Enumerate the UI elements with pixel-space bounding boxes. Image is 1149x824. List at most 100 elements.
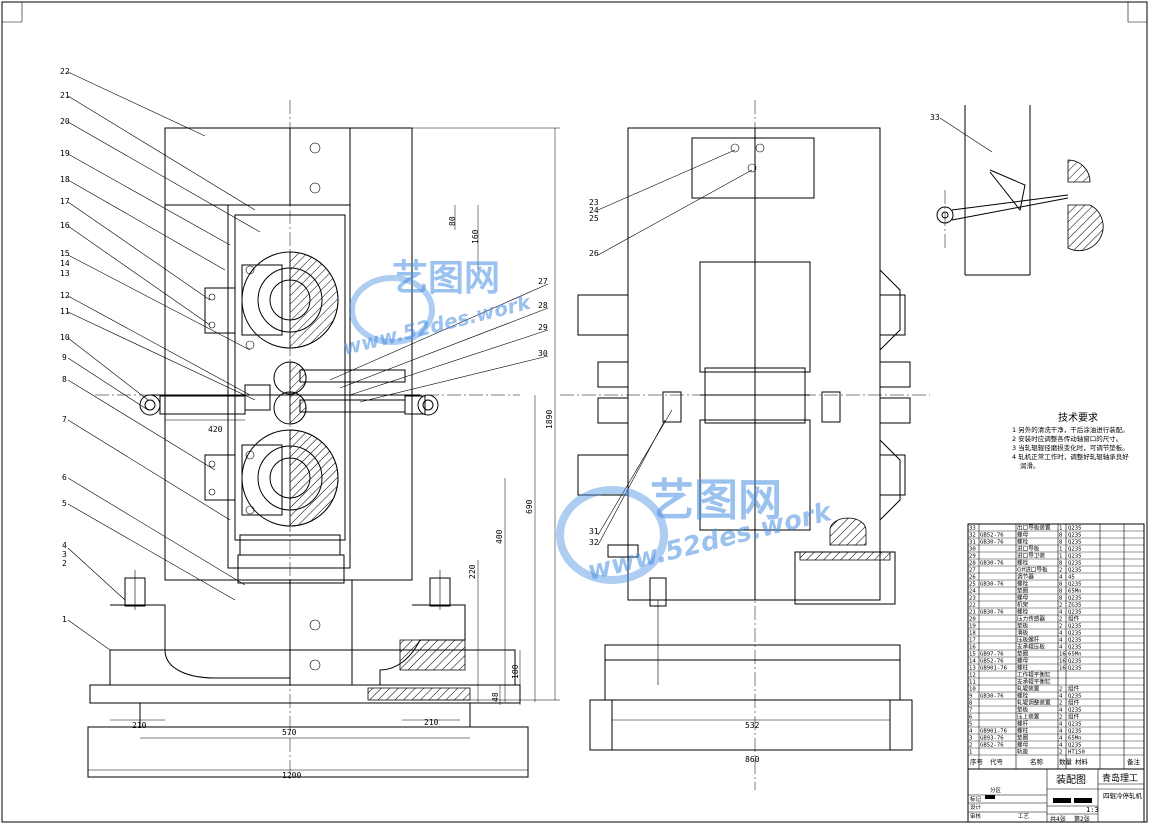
bom-cell-num: 20 bbox=[969, 617, 976, 623]
bom-cell-mat: HT150 bbox=[1068, 750, 1085, 756]
callout-6: 6 bbox=[62, 473, 67, 482]
bom-cell-name: 螺栓 bbox=[1017, 580, 1029, 588]
bom-cell-mat: Q235 bbox=[1068, 554, 1081, 560]
row-label-mark: 标记 bbox=[970, 795, 982, 803]
bom-cell-num: 27 bbox=[969, 568, 976, 574]
bom-cell-mat: 组件 bbox=[1068, 713, 1080, 721]
bom-cell-mat: Q235 bbox=[1068, 610, 1081, 616]
bom-cell-name: 轨座 bbox=[1017, 748, 1029, 756]
bom-cell-qty: 2 bbox=[1059, 603, 1062, 609]
bom-cell-qty: 1 bbox=[1059, 526, 1062, 532]
bom-cell-mat: Q235 bbox=[1068, 631, 1081, 637]
callout-19: 19 bbox=[60, 149, 70, 158]
bom-cell-qty: 1 bbox=[1059, 554, 1062, 560]
bom-header-qty: 数量 bbox=[1059, 757, 1073, 766]
bom-cell-qty: 2 bbox=[1059, 617, 1062, 623]
tech-req-title: 技术要求 bbox=[1058, 411, 1098, 424]
callout-11: 11 bbox=[60, 307, 70, 316]
bom-cell-num: 6 bbox=[969, 715, 972, 721]
bom-cell-num: 4 bbox=[969, 729, 973, 735]
bom-cell-qty: 16 bbox=[1059, 652, 1066, 658]
front-view: 22 21 20 19 18 17 16 15 14 13 12 11 10 9… bbox=[60, 67, 560, 780]
bom-cell-name: 压上装置 bbox=[1017, 713, 1040, 721]
bom-cell-code: GB30-76 bbox=[980, 610, 1004, 616]
bom-cell-qty: 4 bbox=[1059, 575, 1063, 581]
bom-cell-code: GB97-76 bbox=[980, 652, 1004, 658]
bom-cell-qty: 16 bbox=[1059, 666, 1066, 672]
dim-210-right: 210 bbox=[424, 718, 439, 727]
bom-cell-mat: 65Mn bbox=[1068, 652, 1081, 658]
bom-cell-num: 25 bbox=[969, 582, 976, 588]
callout-24: 24 bbox=[589, 206, 599, 215]
bom-cell-num: 23 bbox=[969, 596, 976, 602]
sheet-number: 第2张 bbox=[1074, 815, 1090, 823]
watermark-top: 艺图网 www.52des.work bbox=[340, 258, 534, 360]
bom-cell-mat: 组件 bbox=[1068, 699, 1080, 707]
bom-cell-mat: Q235 bbox=[1068, 582, 1081, 588]
product-name: 四辊冷停轧机 bbox=[1103, 791, 1143, 800]
mark-label: 分区 bbox=[990, 786, 1002, 794]
bom-cell-qty: 8 bbox=[1059, 540, 1063, 546]
bom-cell-name: 螺母 bbox=[1017, 531, 1029, 539]
bom-cell-num: 15 bbox=[969, 652, 976, 658]
bom-cell-mat: 45 bbox=[1068, 575, 1075, 581]
callout-26: 26 bbox=[589, 249, 599, 258]
bom-cell-mat: Q235 bbox=[1068, 568, 1081, 574]
bom-cell-mat: Q235 bbox=[1068, 540, 1081, 546]
bom-cell-name: 螺栓 bbox=[1017, 608, 1029, 616]
callout-25: 25 bbox=[589, 214, 599, 223]
bom-cell-qty: 4 bbox=[1059, 729, 1063, 735]
callout-7: 7 bbox=[62, 415, 67, 424]
bom-cell-mat: Q235 bbox=[1068, 645, 1081, 651]
bom-cell-num: 10 bbox=[969, 687, 976, 693]
bom-cell-num: 3 bbox=[969, 736, 972, 742]
bom-cell-name: 螺杆 bbox=[1017, 720, 1029, 728]
bom-cell-mat: Q235 bbox=[1068, 694, 1081, 700]
bom-cell-name: 螺柱 bbox=[1017, 664, 1029, 672]
bom-cell-num: 1 bbox=[969, 750, 972, 756]
bom-cell-qty: 2 bbox=[1059, 715, 1062, 721]
bom-cell-qty: 8 bbox=[1059, 533, 1063, 539]
bom-cell-name: 垫板 bbox=[1017, 622, 1029, 630]
bom-cell-num: 11 bbox=[969, 680, 976, 686]
bom-cell-name: 垫圈 bbox=[1017, 650, 1029, 658]
bom-cell-name: 压力传感器 bbox=[1017, 615, 1045, 623]
bom-cell-name: Gff进口导板 bbox=[1017, 566, 1048, 574]
bom-cell-qty: 4 bbox=[1059, 743, 1063, 749]
bom-cell-num: 33 bbox=[969, 526, 976, 532]
callout-16: 16 bbox=[60, 221, 70, 230]
callout-33: 33 bbox=[930, 113, 940, 122]
dim-420: 420 bbox=[208, 425, 223, 434]
callout-2: 2 bbox=[62, 559, 67, 568]
bom-cell-name: 进口导板 bbox=[1017, 545, 1040, 553]
callout-8: 8 bbox=[62, 375, 67, 384]
tech-requirements: 技术要求 1 另外的清洗干净，干后涂油进行装配。 2 安装时应调整各传动轴窗口的… bbox=[1012, 411, 1129, 470]
bom-cell-num: 30 bbox=[969, 547, 976, 553]
bom-cell-mat: Q235 bbox=[1068, 722, 1081, 728]
title-block: 装配图 青岛理工 四辊冷停轧机 1:3 共4张 第2张 分区 标记 设计 审核 … bbox=[967, 768, 1145, 823]
callout-4: 4 bbox=[62, 541, 67, 550]
callout-10: 10 bbox=[60, 333, 70, 342]
bom-cell-num: 26 bbox=[969, 575, 976, 581]
bom-cell-mat: Q235 bbox=[1068, 659, 1081, 665]
callout-5: 5 bbox=[62, 499, 67, 508]
bom-cell-mat: Q235 bbox=[1068, 708, 1081, 714]
bom-header-note: 备注 bbox=[1127, 757, 1141, 766]
bom-cell-mat: ZG35 bbox=[1068, 603, 1081, 609]
bom-cell-qty: 8 bbox=[1059, 582, 1063, 588]
tech-req-item-1: 1 另外的清洗干净，干后涂油进行装配。 bbox=[1012, 425, 1129, 434]
callout-1: 1 bbox=[62, 615, 67, 624]
bom-header-name: 名称 bbox=[1030, 757, 1044, 766]
dim-210-left: 210 bbox=[132, 721, 147, 730]
bom-cell-mat: Q235 bbox=[1068, 596, 1081, 602]
bom-cell-name: 压板螺杆 bbox=[1017, 636, 1040, 644]
dim-160: 160 bbox=[471, 229, 480, 244]
bom-cell-name: 垫圈 bbox=[1017, 734, 1029, 742]
callout-3: 3 bbox=[62, 550, 67, 559]
bom-cell-qty: 1 bbox=[1059, 547, 1062, 553]
dim-1890: 1890 bbox=[545, 410, 554, 429]
dim-180: 180 bbox=[511, 664, 520, 679]
bom-cell-num: 2 bbox=[969, 743, 972, 749]
bom-cell-qty: 2 bbox=[1059, 701, 1062, 707]
